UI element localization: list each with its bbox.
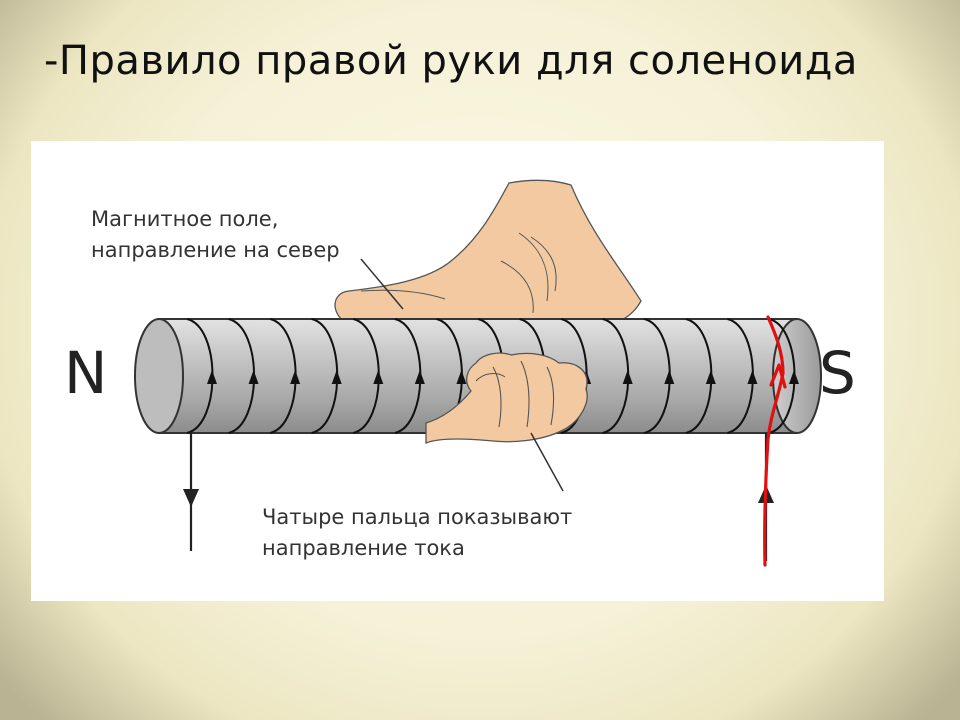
coil-arrow-icon: [789, 370, 799, 384]
south-pole-label: S: [819, 339, 856, 407]
coil-arrow-icon: [622, 370, 633, 384]
red-annotation-arrow: [763, 315, 787, 567]
current-label-line1: Чатыре пальца показывают: [262, 505, 573, 529]
coil-arrow-icon: [664, 370, 675, 384]
slide-title: -Правило правой руки для соленоида: [44, 38, 858, 84]
field-label-line2: направление на север: [91, 238, 340, 262]
solenoid-rod: [134, 318, 822, 434]
field-label-line1: Магнитное поле,: [91, 207, 279, 231]
coil-arrow-icon: [331, 370, 342, 384]
coil-arrow-icon: [373, 370, 384, 384]
coil-arrow-icon: [248, 370, 259, 384]
current-direction-label: Чатыре пальца показывают направление ток…: [262, 502, 572, 564]
coil-arrow-icon: [747, 370, 758, 384]
current-leader-line: [530, 432, 564, 492]
coil-arrow-icon: [705, 370, 716, 384]
coil-arrow-icon: [290, 370, 301, 384]
field-leader-line: [360, 258, 404, 310]
solenoid-diagram: Магнитное поле, направление на север Чат…: [31, 141, 884, 601]
coil-arrow-icon: [414, 370, 425, 384]
field-direction-label: Магнитное поле, направление на север: [91, 204, 340, 266]
north-pole-label: N: [64, 339, 108, 407]
current-label-line2: направление тока: [262, 536, 465, 560]
coil-arrow-icon: [456, 370, 467, 384]
coil-arrow-icon: [207, 370, 217, 384]
thumb-hand-icon: [334, 179, 642, 328]
diagram-canvas: [134, 179, 822, 567]
current-out-arrow: [183, 433, 199, 551]
fingers-hand-icon: [425, 352, 588, 444]
